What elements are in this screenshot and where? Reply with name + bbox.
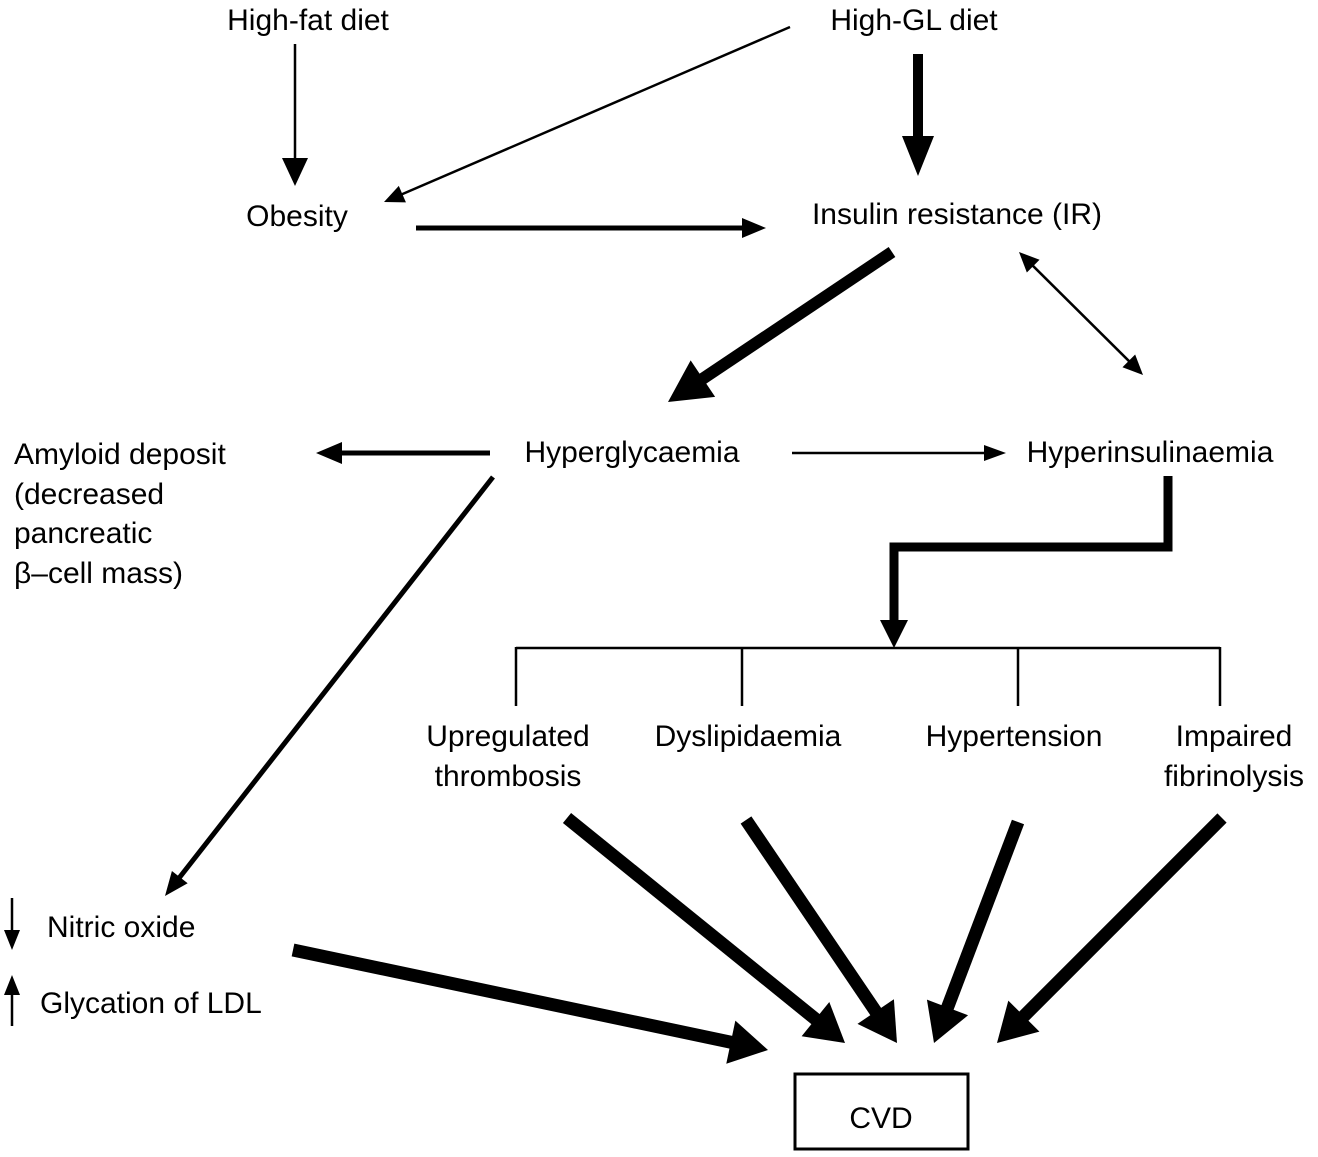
- arrow-head: [316, 442, 342, 464]
- arrow-shaft: [696, 247, 896, 386]
- node-amyloid-deposit: Amyloid deposit (decreased pancreatic β–…: [14, 438, 226, 590]
- decrease-arrow-icon: [4, 898, 20, 950]
- node-hyperglycaemia: Hyperglycaemia: [524, 436, 739, 469]
- arrow-head: [1122, 354, 1143, 375]
- nitric-oxide-label: Nitric oxide: [47, 911, 195, 944]
- arrow-head: [997, 1000, 1040, 1043]
- edge-highgl-to-ir: [902, 54, 934, 176]
- edge-ir-to-hyperglycaemia: [668, 247, 896, 402]
- edge-highgl-to-obesity: [384, 25, 791, 203]
- edge-highfat-to-obesity: [282, 44, 308, 186]
- arrow-shaft: [1030, 263, 1132, 364]
- arrow-head: [902, 136, 934, 176]
- arrow-head: [984, 445, 1006, 461]
- edge-hypertension-to-cvd: [926, 819, 1025, 1043]
- amyloid-line-2: (decreased: [14, 478, 164, 511]
- edge-thrombosis-to-cvd: [562, 812, 845, 1043]
- arrow-head: [165, 870, 188, 896]
- edge-hyperinsulinaemia-to-consequences: [880, 476, 1173, 648]
- arrow-shaft: [940, 819, 1025, 1014]
- edge-ir-hyperinsulinaemia: [1019, 252, 1143, 375]
- arrow-shaft: [291, 943, 736, 1050]
- node-hyperinsulinaemia: Hyperinsulinaemia: [1027, 436, 1274, 469]
- arrow-head: [726, 1020, 768, 1064]
- edge-hyperglycaemia-to-amyloid: [316, 442, 490, 464]
- node-impaired-fibrinolysis: Impaired fibrinolysis: [1164, 720, 1304, 793]
- arrow-shaft: [176, 475, 495, 881]
- arrow-head: [384, 185, 406, 203]
- node-obesity: Obesity: [246, 200, 348, 233]
- edge-obesity-to-ir: [416, 218, 766, 238]
- arrow-head: [1019, 252, 1040, 273]
- fibrinolysis-line-2: fibrinolysis: [1164, 760, 1304, 793]
- cvd-label: CVD: [849, 1102, 912, 1135]
- arrow-head: [668, 360, 716, 402]
- edge-hyperglycaemia-to-hyperinsulinaemia: [792, 445, 1006, 461]
- node-dyslipidaemia: Dyslipidaemia: [655, 720, 842, 753]
- arrow-shaft: [1016, 813, 1227, 1024]
- edge-hyperglycaemia-to-nitric-oxide: [165, 475, 495, 896]
- node-upregulated-thrombosis: Upregulated thrombosis: [426, 720, 589, 793]
- cvd-box: [793, 1072, 970, 1151]
- glycation-ldl-label: Glycation of LDL: [40, 987, 262, 1020]
- node-high-fat-diet: High-fat diet: [227, 4, 389, 37]
- thrombosis-line-1: Upregulated: [426, 720, 589, 753]
- arrow-head: [742, 218, 766, 238]
- edge-fibrinolysis-to-cvd: [997, 813, 1227, 1043]
- increase-arrow-icon: [4, 975, 20, 1026]
- fibrinolysis-line-1: Impaired: [1176, 720, 1293, 753]
- arrow-shaft: [562, 812, 823, 1027]
- edge-no-ldl-to-cvd: [291, 943, 768, 1064]
- edge-dyslipidaemia-to-cvd: [740, 816, 897, 1043]
- amyloid-line-3: pancreatic: [14, 517, 152, 550]
- arrow-shaft: [400, 25, 791, 197]
- amyloid-line-4: β–cell mass): [14, 557, 183, 590]
- arrow-head: [282, 158, 308, 186]
- arrow-shaft: [740, 816, 884, 1019]
- arrow-head: [857, 999, 897, 1043]
- thrombosis-line-2: thrombosis: [435, 760, 582, 793]
- node-glycation-ldl: Glycation of LDL: [4, 975, 262, 1026]
- node-hypertension: Hypertension: [926, 720, 1103, 753]
- edges: [165, 25, 1227, 1064]
- node-high-gl-diet: High-GL diet: [830, 4, 998, 37]
- node-nitric-oxide: Nitric oxide: [4, 898, 195, 950]
- consequence-bracket: [514, 646, 1222, 706]
- amyloid-line-1: Amyloid deposit: [14, 438, 226, 471]
- arrow-head: [801, 1001, 845, 1043]
- arrow-head: [926, 999, 969, 1043]
- node-cvd: CVD: [793, 1072, 970, 1151]
- node-insulin-resistance: Insulin resistance (IR): [812, 198, 1102, 231]
